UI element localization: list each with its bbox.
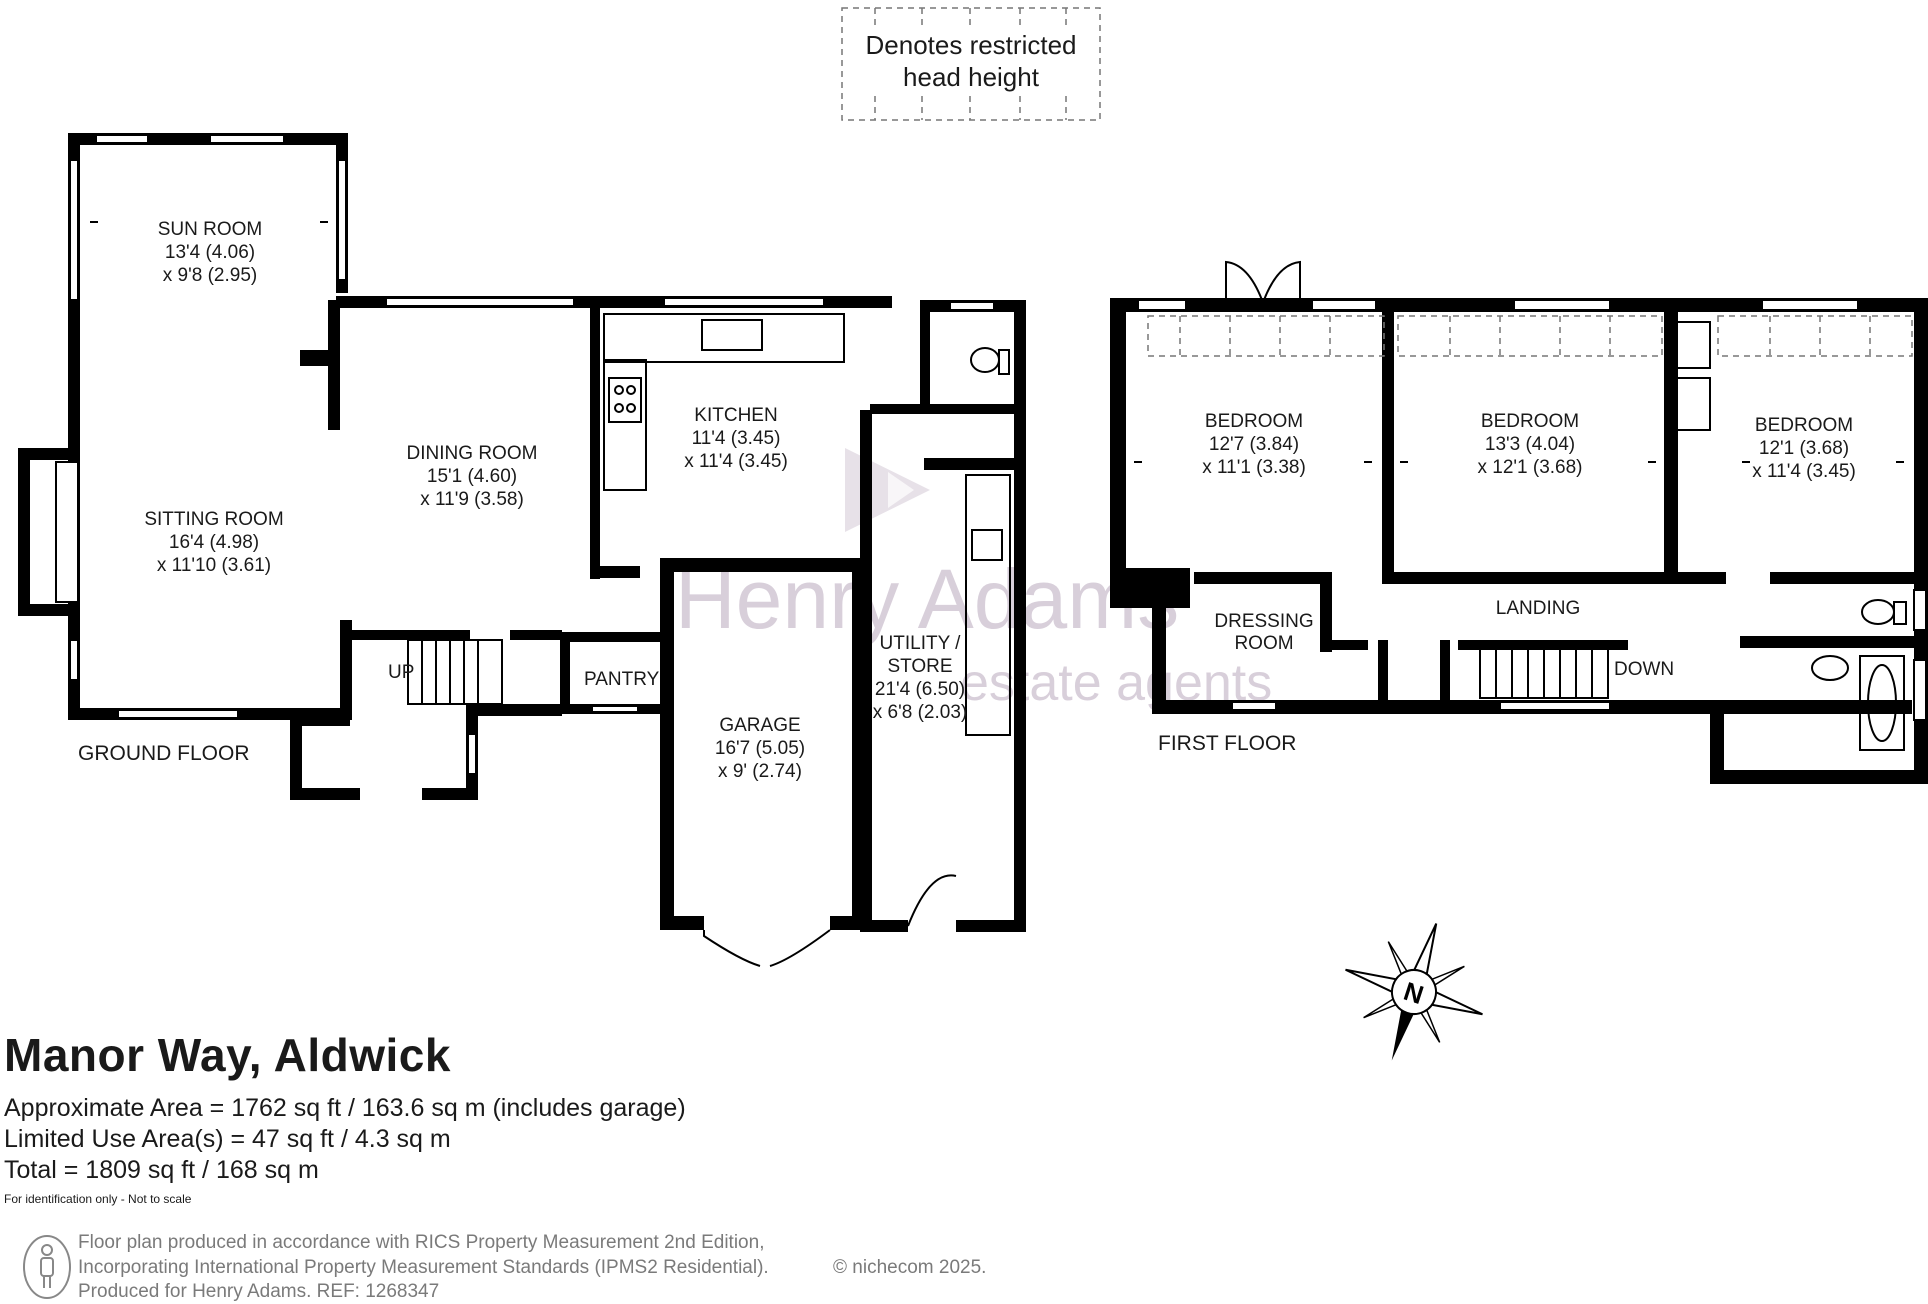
room-dim: x 11'9 (3.58) xyxy=(420,489,524,510)
first-floor-walls xyxy=(1110,260,1928,784)
room-name: SUN ROOM xyxy=(158,219,263,240)
room-garage: GARAGE 16'7 (5.05) x 9' (2.74) xyxy=(715,715,805,782)
total-area: Total = 1809 sq ft / 168 sq m xyxy=(4,1156,319,1184)
balcony-door-left xyxy=(1225,260,1263,301)
basin-bedroom-icon xyxy=(1673,321,1711,369)
room-name: GARAGE xyxy=(719,715,800,736)
room-kitchen: KITCHEN 11'4 (3.45) x 11'4 (3.45) xyxy=(684,405,788,472)
credits-line-2: Incorporating International Property Mea… xyxy=(78,1257,769,1278)
room-bedroom-1: BEDROOM 12'7 (3.84) x 11'1 (3.38) xyxy=(1202,411,1306,478)
room-name: KITCHEN xyxy=(694,405,777,426)
property-title: Manor Way, Aldwick xyxy=(4,1029,451,1081)
scale-note: For identification only - Not to scale xyxy=(4,1192,192,1206)
room-dim: 15'1 (4.60) xyxy=(427,466,517,487)
room-dim: 11'4 (3.45) xyxy=(692,428,781,449)
ground-floor-label: GROUND FLOOR xyxy=(78,742,250,765)
stairs-first xyxy=(1479,641,1609,699)
stairs-ground xyxy=(407,639,503,705)
restricted-height-legend: Denotes restricted head height xyxy=(841,7,1101,121)
garage-door-right xyxy=(769,929,831,967)
credits-line-1: Floor plan produced in accordance with R… xyxy=(78,1232,765,1253)
kitchen-sink-icon xyxy=(701,319,763,351)
room-dim: x 11'1 (3.38) xyxy=(1202,457,1306,478)
room-dim: x 6'8 (2.03) xyxy=(873,702,967,723)
stairs-up-label: UP xyxy=(388,662,414,683)
room-name-2: STORE xyxy=(887,656,952,677)
limited-use-area: Limited Use Area(s) = 47 sq ft / 4.3 sq … xyxy=(4,1125,451,1153)
legend-line-2: head height xyxy=(903,62,1040,92)
utility-sink-icon xyxy=(971,529,1003,561)
landing-label: LANDING xyxy=(1496,598,1580,619)
room-dim: 13'3 (4.04) xyxy=(1485,434,1575,455)
room-dim: x 11'10 (3.61) xyxy=(157,555,271,576)
room-name-2: ROOM xyxy=(1234,633,1293,654)
toilet-icon xyxy=(970,347,1000,373)
room-dim: x 11'4 (3.45) xyxy=(684,451,788,472)
toilet-upstairs-icon xyxy=(1861,599,1895,625)
room-dining-room: DINING ROOM 15'1 (4.60) x 11'9 (3.58) xyxy=(407,443,538,510)
pantry-label: PANTRY xyxy=(584,669,660,690)
bath-icon xyxy=(1859,655,1905,751)
legend-line-1: Denotes restricted xyxy=(866,30,1077,60)
compass-icon: N xyxy=(1345,923,1483,1061)
room-name: SITTING ROOM xyxy=(144,509,283,530)
basin-icon xyxy=(1811,655,1849,681)
copyright: © nichecom 2025. xyxy=(833,1257,987,1278)
room-bedroom-2: BEDROOM 13'3 (4.04) x 12'1 (3.68) xyxy=(1477,411,1582,478)
room-utility-store: UTILITY / STORE 21'4 (6.50) x 6'8 (2.03) xyxy=(873,633,967,723)
room-name: DINING ROOM xyxy=(407,443,538,464)
ground-floor-walls xyxy=(18,133,1026,932)
room-dim: 16'4 (4.98) xyxy=(169,532,259,553)
room-sun-room: SUN ROOM 13'4 (4.06) x 9'8 (2.95) xyxy=(158,219,263,286)
room-dressing-room: DRESSING ROOM xyxy=(1214,611,1313,654)
approximate-area: Approximate Area = 1762 sq ft / 163.6 sq… xyxy=(4,1094,686,1122)
room-dim: x 12'1 (3.68) xyxy=(1477,457,1582,478)
room-dim: 13'4 (4.06) xyxy=(165,242,255,263)
utility-door xyxy=(907,874,957,927)
room-dim: x 11'4 (3.45) xyxy=(1752,461,1856,482)
dimension-arrows xyxy=(90,221,1904,463)
room-name: DRESSING xyxy=(1214,611,1313,632)
room-dim: 16'7 (5.05) xyxy=(715,738,805,759)
room-dim: 12'7 (3.84) xyxy=(1209,434,1299,455)
room-sitting-room: SITTING ROOM 16'4 (4.98) x 11'10 (3.61) xyxy=(144,509,283,576)
room-dim: x 9'8 (2.95) xyxy=(163,265,257,286)
room-dim: 21'4 (6.50) xyxy=(875,679,965,700)
person-icon xyxy=(23,1235,71,1299)
credits-line-3: Produced for Henry Adams. REF: 1268347 xyxy=(78,1281,440,1302)
room-name: BEDROOM xyxy=(1755,415,1853,436)
stairs-down-label: DOWN xyxy=(1614,659,1674,680)
watermark-logo-icon xyxy=(845,448,930,532)
room-name: BEDROOM xyxy=(1205,411,1303,432)
room-name: BEDROOM xyxy=(1481,411,1579,432)
garage-door-left xyxy=(703,930,761,967)
room-bedroom-3: BEDROOM 12'1 (3.68) x 11'4 (3.45) xyxy=(1752,415,1856,482)
room-dim: x 9' (2.74) xyxy=(718,761,802,782)
balcony-door-right xyxy=(1263,260,1301,301)
room-dim: 12'1 (3.68) xyxy=(1759,438,1849,459)
hob-icon xyxy=(608,377,642,423)
first-floor-label: FIRST FLOOR xyxy=(1158,732,1296,755)
room-name: UTILITY / xyxy=(880,633,962,654)
